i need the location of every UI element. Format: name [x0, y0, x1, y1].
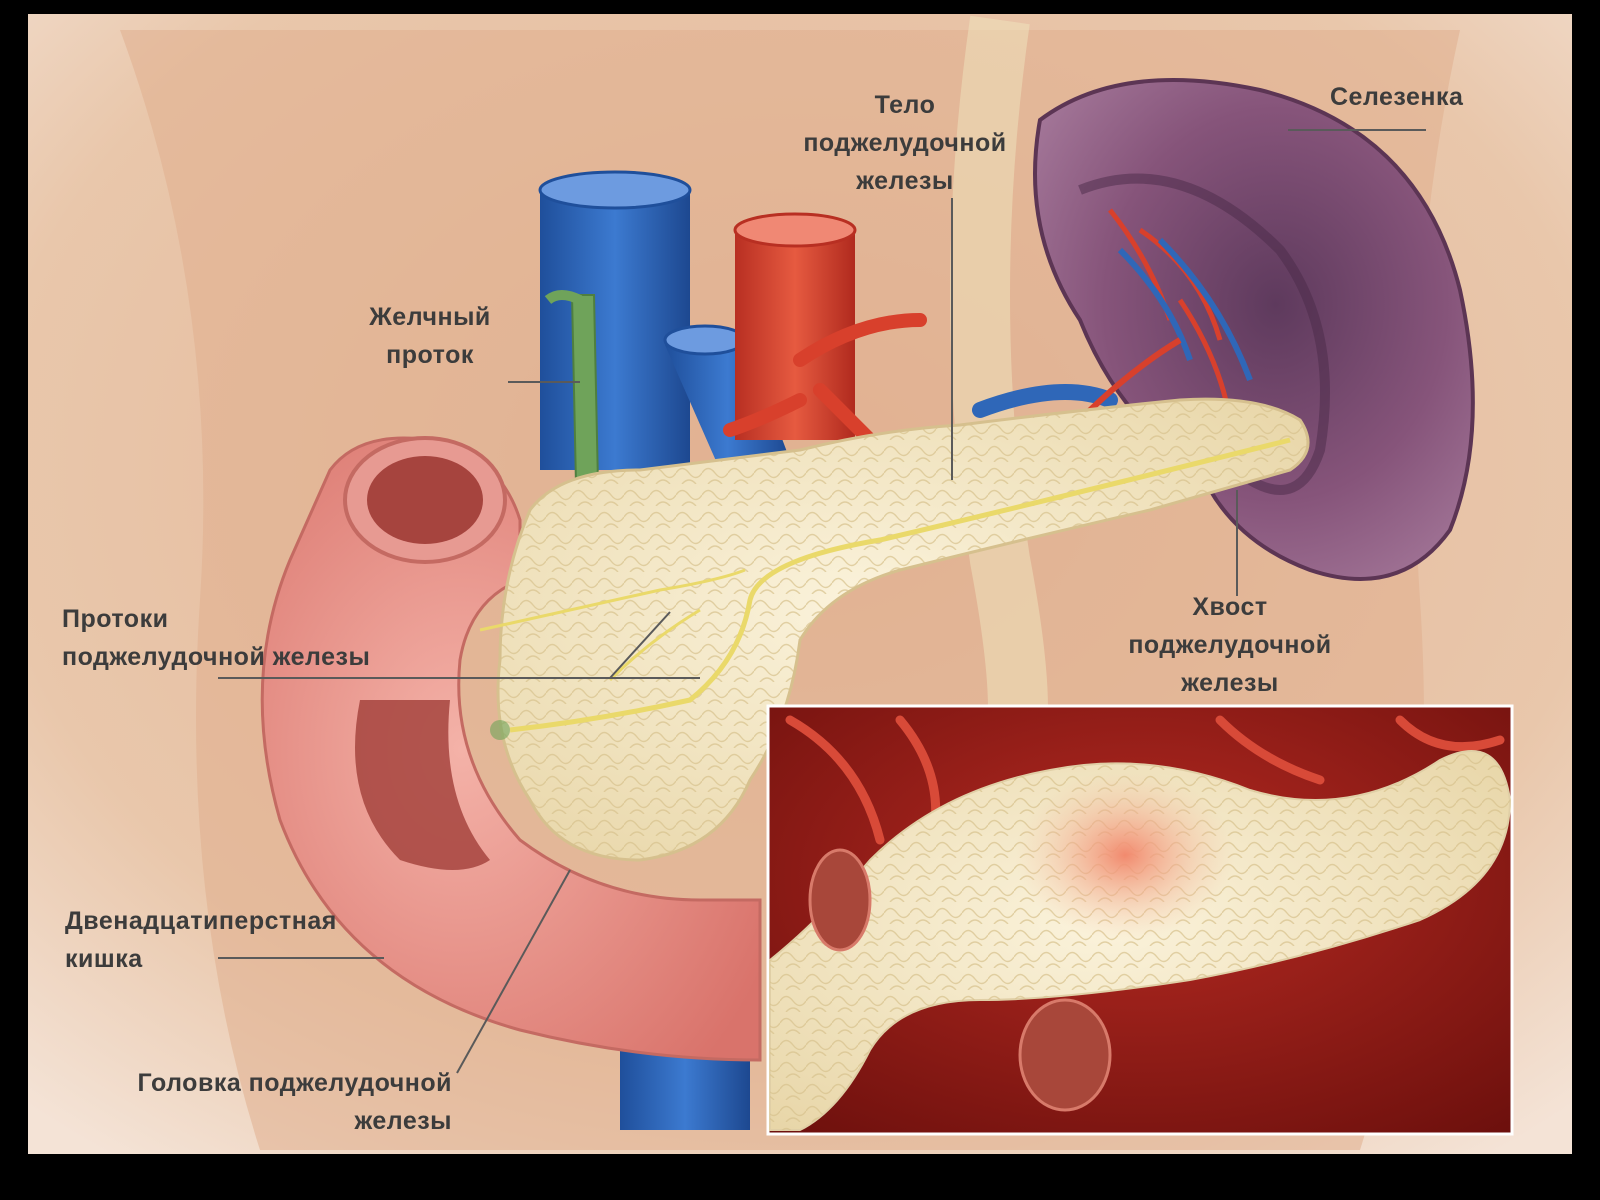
label-bile-duct-line-2: проток	[386, 341, 474, 369]
bile-duct	[570, 294, 600, 486]
label-spleen: Селезенка	[1330, 78, 1463, 116]
label-duodenum: Двенадцатиперстная кишка	[65, 902, 337, 978]
label-pancreas-body: Тело поджелудочной железы	[775, 86, 1035, 200]
label-body-line-3: железы	[856, 167, 954, 195]
pancreas	[479, 397, 1310, 862]
label-pancreatic-ducts: Протоки поджелудочной железы	[62, 600, 370, 676]
label-body-line-1: Тело	[874, 91, 936, 119]
label-head-line-2: железы	[354, 1107, 452, 1135]
label-spleen-line: Селезенка	[1330, 83, 1464, 111]
leader-head	[456, 869, 571, 1074]
aorta-opening	[733, 212, 857, 248]
label-bile-duct-line-1: Желчный	[369, 303, 491, 331]
label-tail-line-2: поджелудочной	[1128, 631, 1332, 659]
tumor-area	[1015, 770, 1235, 940]
label-pancreas-head: Головка поджелудочной железы	[70, 1064, 452, 1140]
inset-closeup	[766, 704, 1514, 1136]
duodenum	[260, 436, 762, 1062]
leader-lines	[218, 129, 1426, 1074]
leader-ducts-diagonal	[609, 611, 671, 679]
label-duodenum-line-2: кишка	[65, 945, 143, 973]
label-body-line-2: поджелудочной	[803, 129, 1007, 157]
label-tail-line-3: железы	[1181, 669, 1279, 697]
bile-duct-branch	[544, 290, 583, 305]
label-head-line-1: Головка поджелудочной	[137, 1069, 452, 1097]
label-ducts-line-1: Протоки	[62, 605, 169, 633]
spleen	[1033, 78, 1475, 581]
label-ducts-line-2: поджелудочной железы	[62, 643, 371, 671]
label-bile-duct: Желчный проток	[345, 298, 515, 374]
splenic-vein	[972, 384, 1118, 418]
vena-cava-lower	[620, 1040, 750, 1130]
vena-cava-opening	[538, 170, 692, 210]
label-tail-line-1: Хвост	[1192, 593, 1268, 621]
vena-cava	[540, 190, 690, 470]
label-duodenum-line-1: Двенадцатиперстная	[65, 907, 337, 935]
label-pancreas-tail: Хвост поджелудочной железы	[1100, 588, 1360, 702]
portal-vein-opening	[663, 324, 747, 356]
